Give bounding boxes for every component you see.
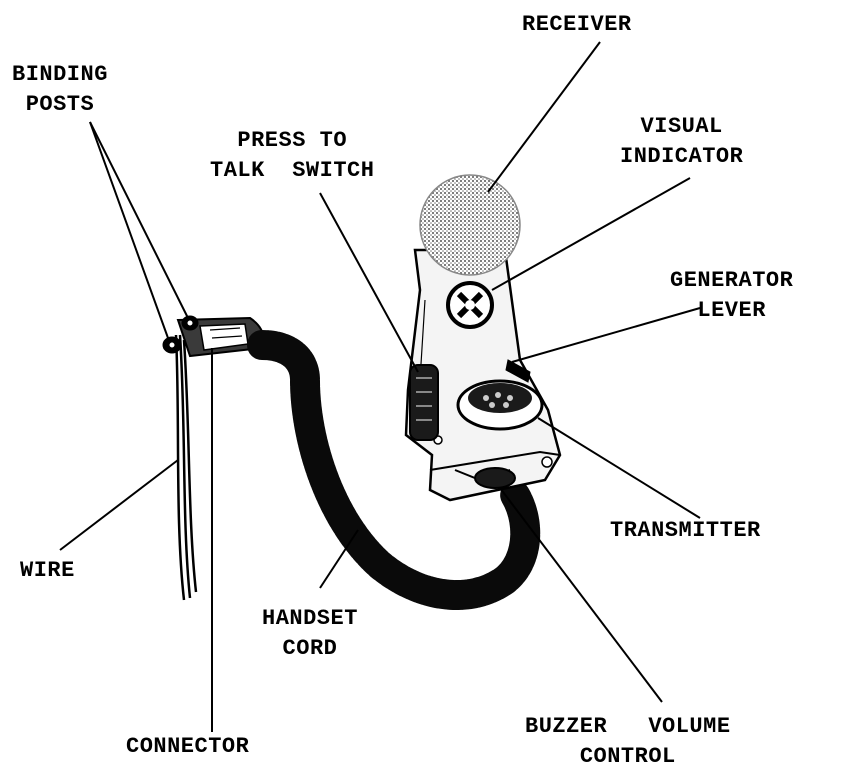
label-transmitter: TRANSMITTER [610, 516, 761, 546]
label-visual-indicator: VISUAL INDICATOR [620, 112, 743, 172]
label-handset-cord: HANDSET CORD [262, 604, 358, 664]
label-binding-posts: BINDING POSTS [12, 60, 108, 120]
label-receiver: RECEIVER [522, 10, 632, 40]
label-press-to-talk-switch: PRESS TO TALK SWITCH [210, 126, 374, 186]
wire [176, 335, 196, 600]
press-to-talk-switch [410, 365, 438, 440]
label-generator-lever: GENERATOR LEVER [670, 266, 793, 326]
receiver [420, 175, 520, 275]
buzzer-volume-control [475, 468, 515, 488]
visual-indicator [448, 283, 492, 327]
label-buzzer-volume-control: BUZZER VOLUME CONTROL [525, 712, 731, 772]
leader-lines [60, 42, 700, 732]
label-wire: WIRE [20, 556, 75, 586]
transmitter [458, 381, 542, 429]
label-connector: CONNECTOR [126, 732, 249, 762]
